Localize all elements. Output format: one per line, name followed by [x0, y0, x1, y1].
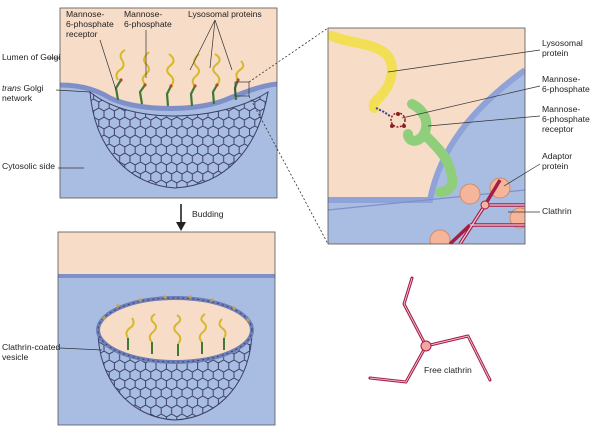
leader-lines-top	[48, 19, 233, 169]
label-free-clathrin: Free clathrin	[424, 365, 472, 375]
adaptor-proteins	[429, 177, 525, 244]
vesicle-cargo	[125, 313, 227, 345]
label-clathrin-coated-vesicle: Clathrin-coated vesicle	[2, 342, 63, 362]
label-trans-golgi: trans Golgi	[2, 83, 44, 93]
lysosomal-proteins-cluster	[115, 49, 245, 87]
label-clathrin: Clathrin	[542, 206, 572, 216]
label-m6p-receptor-zoom: Mannose- 6-phosphate receptor	[542, 104, 592, 134]
panel-golgi-membrane	[60, 8, 277, 198]
label-cytosolic-side: Cytosolic side	[2, 161, 55, 171]
panel-zoom-detail	[328, 28, 525, 244]
label-lumen-golgi: Lumen of Golgi	[2, 52, 60, 62]
triskelion-hub	[420, 340, 432, 352]
label-budding: Budding	[192, 209, 224, 219]
label-m6p-top: Mannose- 6-phosphate	[124, 9, 172, 29]
m6p-receptor-zoom	[403, 99, 458, 197]
label-m6p-zoom: Mannose- 6-phosphate	[542, 74, 590, 94]
clathrin-coat	[89, 90, 269, 189]
budding-arrow	[176, 204, 186, 231]
label-lysosomal-protein: Lysosomal protein	[542, 38, 585, 58]
label-lysosomal-proteins: Lysosomal proteins	[188, 9, 262, 19]
panel-vesicle	[58, 232, 275, 425]
lysosomal-protein-zoom	[328, 31, 397, 113]
label-network: network	[2, 93, 33, 103]
mannose-6-phosphate-zoom	[390, 112, 406, 128]
label-adaptor-protein: Adaptor protein	[542, 151, 575, 171]
label-m6p-receptor-top: Mannose- 6-phosphate receptor	[66, 9, 116, 39]
leader-lines-zoom	[387, 49, 541, 213]
leader-vesicle	[59, 347, 103, 351]
